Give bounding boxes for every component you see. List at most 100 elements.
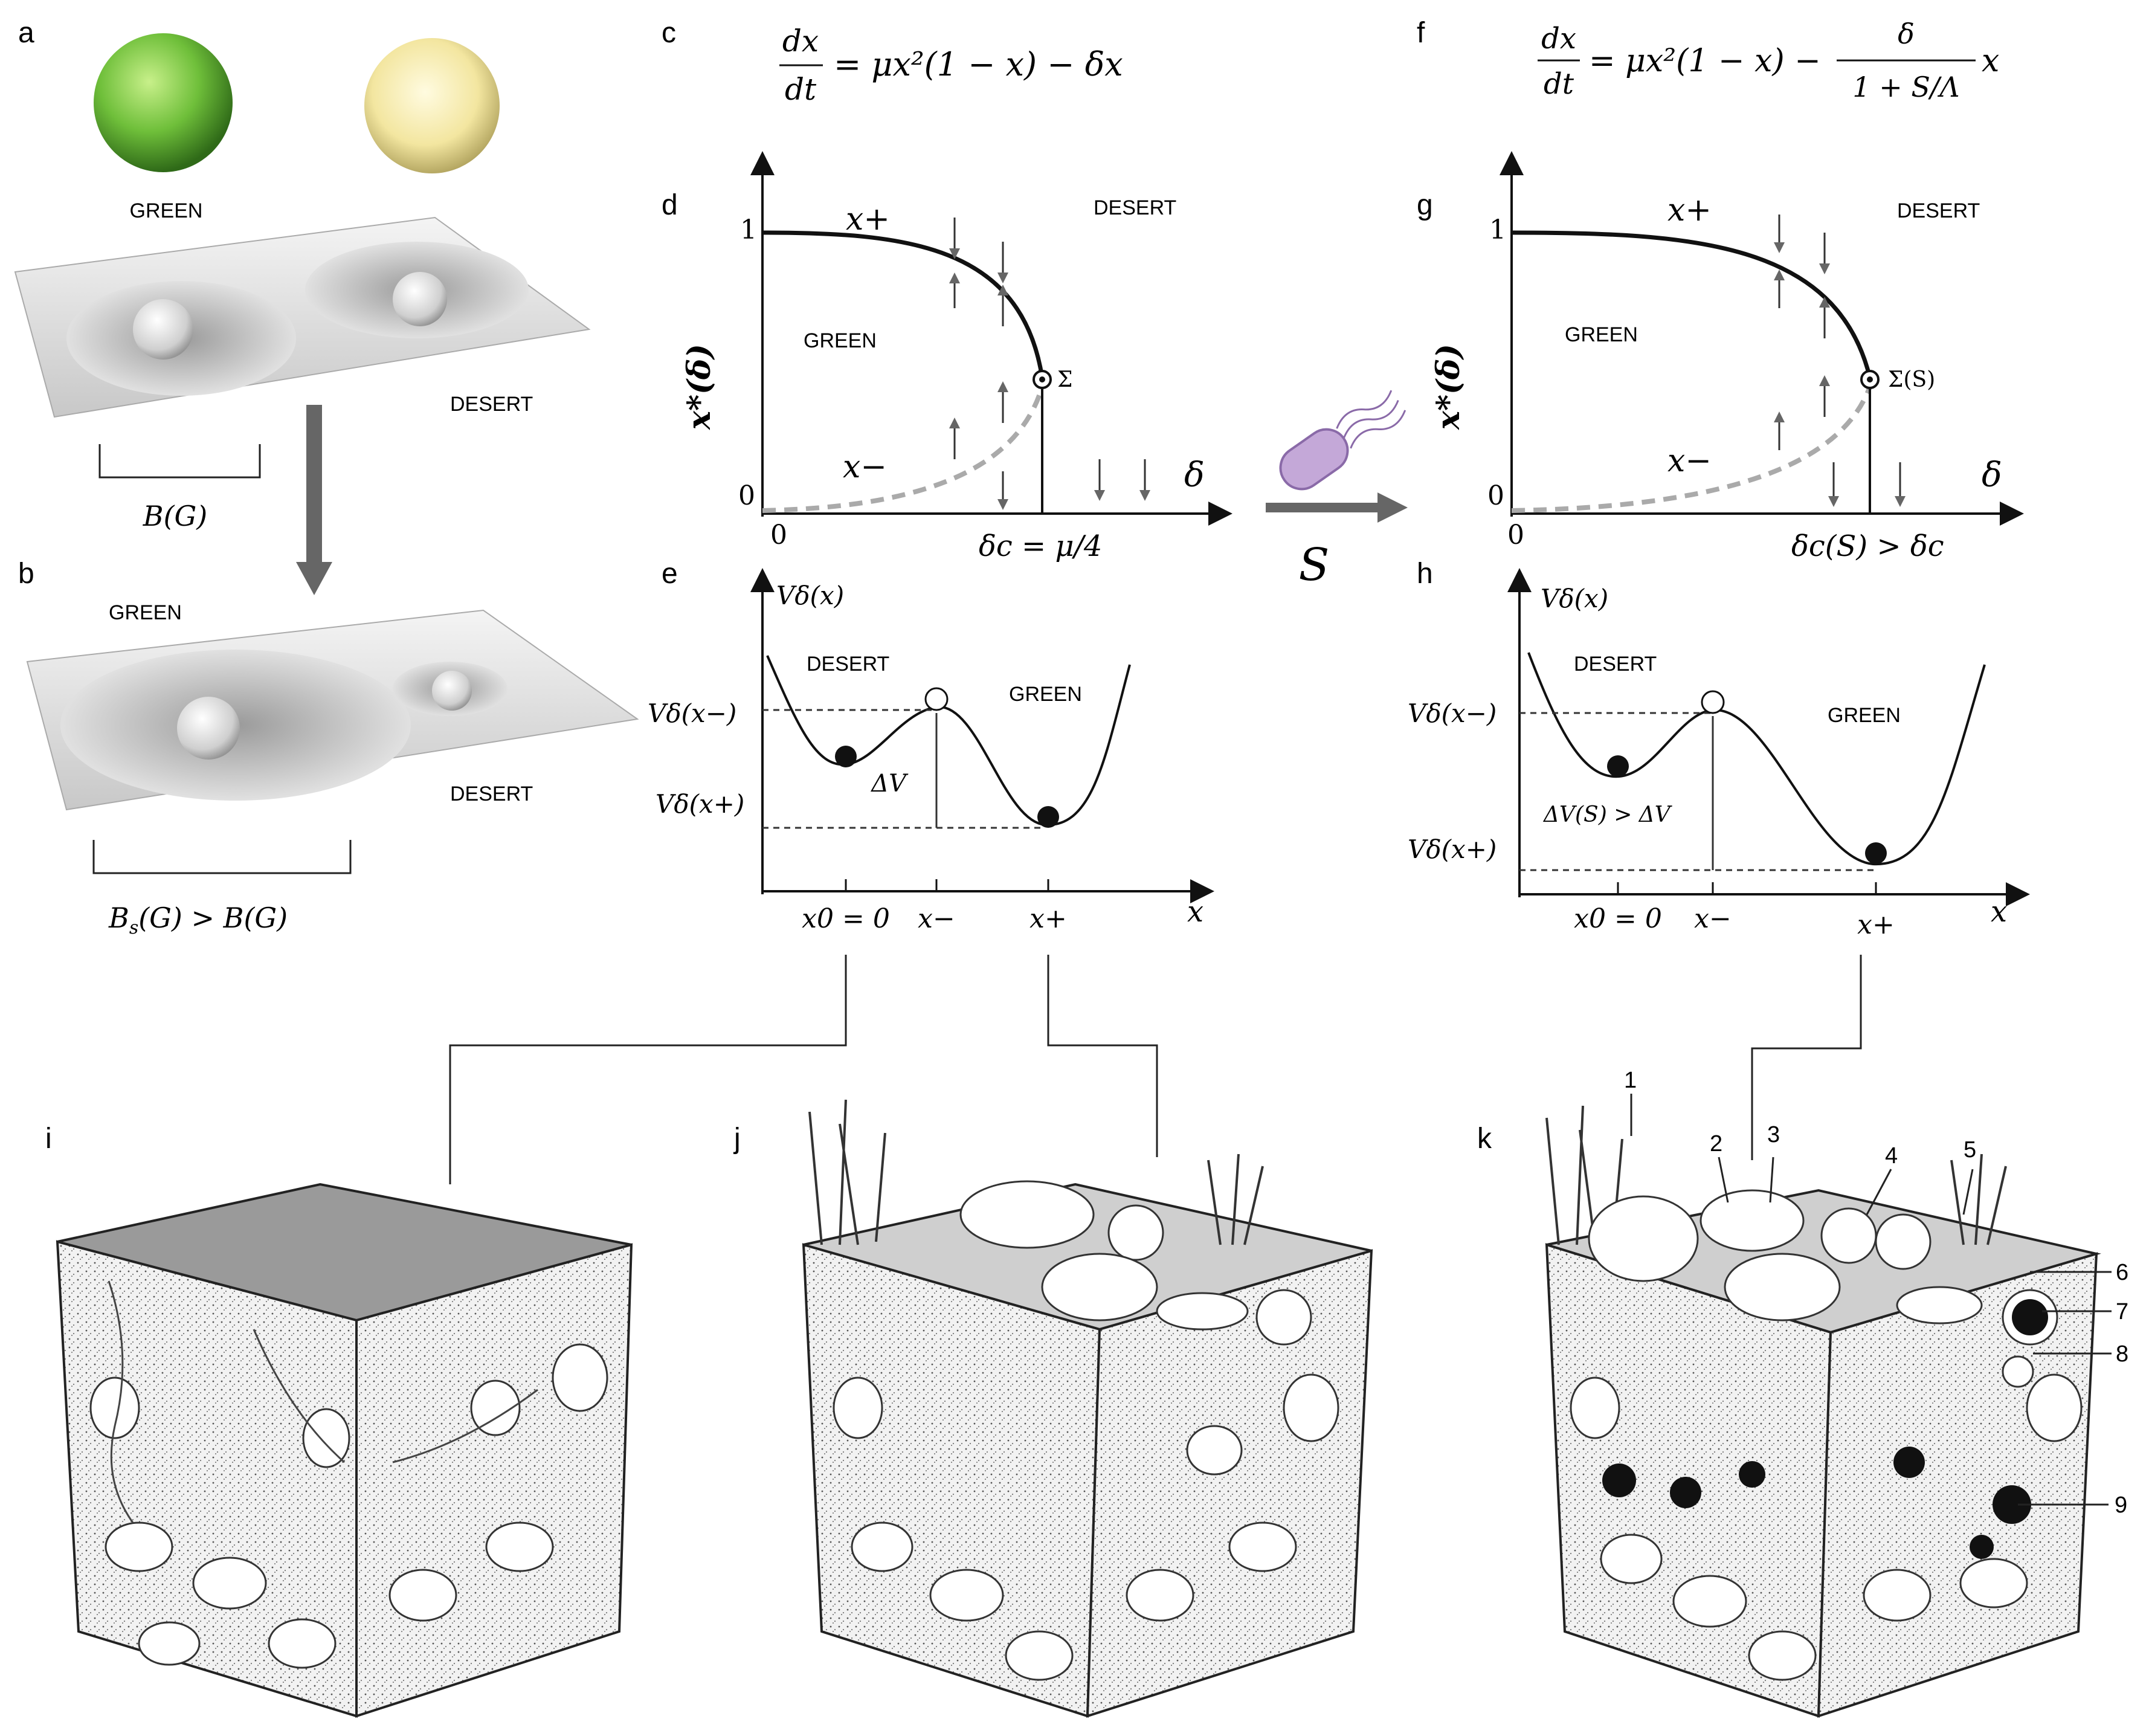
eq-c-rhs: = μx²(1 − x) − δx — [834, 45, 1123, 83]
k-callout-lines — [1630, 1094, 2112, 1506]
g-y-label: x*(δ) — [1430, 344, 1467, 430]
d-flow-arrows — [949, 218, 1150, 510]
synbio-arrow-head — [1377, 492, 1408, 523]
g-desert-region-label: DESERT — [1897, 199, 1980, 222]
panel-k-soil-block: k — [1477, 1068, 2128, 1718]
g-saddle-label: Σ(S) — [1888, 367, 1935, 392]
eq-f-rhs-a: = μx²(1 − x) − — [1589, 43, 1821, 79]
g-saddle-node-dot — [1867, 376, 1873, 382]
j-biocrust-lichens — [959, 1180, 1312, 1346]
k-rocks — [1570, 1373, 2083, 1681]
connector-xplus-to-k — [1751, 955, 1862, 1160]
h-y-label: Vδ(x) — [1541, 584, 1608, 613]
g-x-variable: δ — [1982, 456, 2002, 495]
panel-letter-c: c — [662, 17, 676, 49]
d-y-label: x*(δ) — [681, 344, 718, 430]
desert-planet-sphere — [364, 38, 500, 173]
panel-j-soil-block: j — [733, 1099, 1373, 1718]
panel-letter-e: e — [662, 558, 678, 590]
ball-green-a — [133, 299, 193, 360]
k-callout-7: 7 — [2116, 1299, 2128, 1325]
k-callout-4: 4 — [1885, 1143, 1898, 1169]
eq-f-frac-den: 1 + S/Λ — [1852, 71, 1959, 103]
e-vminus-label: Vδ(x−) — [648, 699, 736, 728]
panel-letter-g: g — [1417, 189, 1433, 221]
e-vplus-label: Vδ(x+) — [656, 789, 744, 819]
k-callout-3: 3 — [1767, 1122, 1780, 1147]
synbio-arrow-group: S — [1266, 390, 1408, 591]
h-tick-label-xminus: x− — [1694, 903, 1732, 934]
d-y-tick-1: 1 — [740, 215, 757, 245]
e-tick-label-x0: x0 = 0 — [802, 903, 890, 934]
e-deltaV-label: ΔV — [870, 770, 909, 798]
k-callout-6: 6 — [2116, 1260, 2128, 1285]
k-vegetation — [1545, 1105, 2007, 1245]
transition-arrow-head — [296, 562, 332, 595]
i-right-face — [355, 1243, 633, 1718]
h-potential-curve — [1527, 652, 1986, 866]
e-tick-label-xminus: x− — [918, 903, 955, 934]
panel-letter-a: a — [18, 17, 34, 49]
eq-f-rhs-b: x — [1982, 43, 1999, 79]
h-desert-state-ball — [1607, 755, 1629, 777]
d-y-tick-0: 0 — [738, 480, 755, 511]
panel-g-bifurcation: g x*(δ) 1 0 0 δ Σ(S) x+ x− δc(S) > δc GR… — [1417, 151, 2024, 563]
g-critical-label: δc(S) > δc — [1791, 529, 1944, 563]
i-rocks — [89, 1343, 608, 1669]
bacterium-illustration — [1279, 390, 1406, 491]
j-rocks — [833, 1373, 1339, 1681]
panel-f-equation: f dx dt = μx²(1 − x) − δ 1 + S/Λ x — [1417, 17, 1999, 103]
d-desert-region-label: DESERT — [1094, 196, 1176, 219]
h-tick-label-x0: x0 = 0 — [1574, 903, 1662, 934]
d-x-tick-0: 0 — [770, 520, 787, 550]
g-green-region-label: GREEN — [1565, 323, 1638, 346]
e-desert-state-ball — [835, 746, 857, 767]
connector-x0-to-i — [449, 955, 847, 1184]
h-desert-label: DESERT — [1574, 653, 1657, 676]
h-vplus-label: Vδ(x+) — [1408, 834, 1497, 864]
connector-lines — [449, 955, 1862, 1184]
h-deltaV-label: ΔV(S) > ΔV — [1542, 802, 1673, 827]
h-unstable-state-ball — [1701, 690, 1725, 714]
k-callout-9: 9 — [2115, 1492, 2127, 1518]
panel-letter-i: i — [45, 1123, 52, 1155]
g-x-tick-0: 0 — [1507, 520, 1524, 550]
e-tick-label-xplus: x+ — [1029, 903, 1067, 934]
basin-label-b: Bs(G) > B(G) — [108, 902, 288, 938]
panel-c-equation: c dx dt = μx²(1 − x) − δx — [662, 17, 1123, 107]
panel-letter-k: k — [1477, 1123, 1492, 1155]
ball-desert-a — [393, 272, 447, 326]
panel-a-green-label: GREEN — [130, 199, 203, 222]
eq-f-frac-num: δ — [1898, 18, 1915, 50]
g-upper-label: x+ — [1667, 192, 1712, 228]
eq-f-den: dt — [1544, 67, 1574, 101]
h-green-state-ball — [1865, 842, 1887, 864]
e-y-label: Vδ(x) — [776, 581, 844, 610]
d-lower-branch-curve — [762, 386, 1045, 513]
d-critical-label: δc = μ/4 — [979, 529, 1102, 563]
panel-letter-h: h — [1417, 558, 1433, 590]
g-y-tick-1: 1 — [1489, 215, 1506, 245]
i-roots — [108, 1280, 538, 1523]
k-callout-1: 1 — [1624, 1068, 1637, 1093]
h-x-variable: x — [1991, 895, 2007, 929]
panel-b: b GREEN DESERT Bs(G) > B(G) — [18, 558, 639, 938]
basin-bracket-b — [92, 840, 352, 874]
eq-c-den: dt — [785, 72, 817, 107]
e-x-variable: x — [1187, 895, 1203, 929]
j-vegetation — [808, 1099, 1264, 1245]
g-flow-arrows — [1774, 215, 1906, 507]
k-callout-numbers: 1 2 3 4 5 6 7 8 9 — [1624, 1068, 2128, 1518]
k-engineered-microbe-clusters — [1602, 1299, 2048, 1559]
panel-b-desert-label: DESERT — [450, 782, 533, 805]
k-callout-8: 8 — [2116, 1341, 2128, 1367]
panel-letter-j: j — [733, 1123, 741, 1155]
d-lower-label: x− — [843, 449, 887, 485]
basin-label-a: B(G) — [143, 500, 207, 532]
e-unstable-state-ball — [924, 687, 949, 711]
panel-e-potential: e Vδ(x) Vδ(x−) Vδ(x+) ΔV DESERT GREEN x0… — [648, 558, 1214, 934]
panel-b-green-label: GREEN — [109, 601, 182, 624]
panel-letter-d: d — [662, 189, 678, 221]
panel-letter-f: f — [1417, 17, 1425, 49]
d-upper-branch-curve — [762, 230, 1045, 378]
